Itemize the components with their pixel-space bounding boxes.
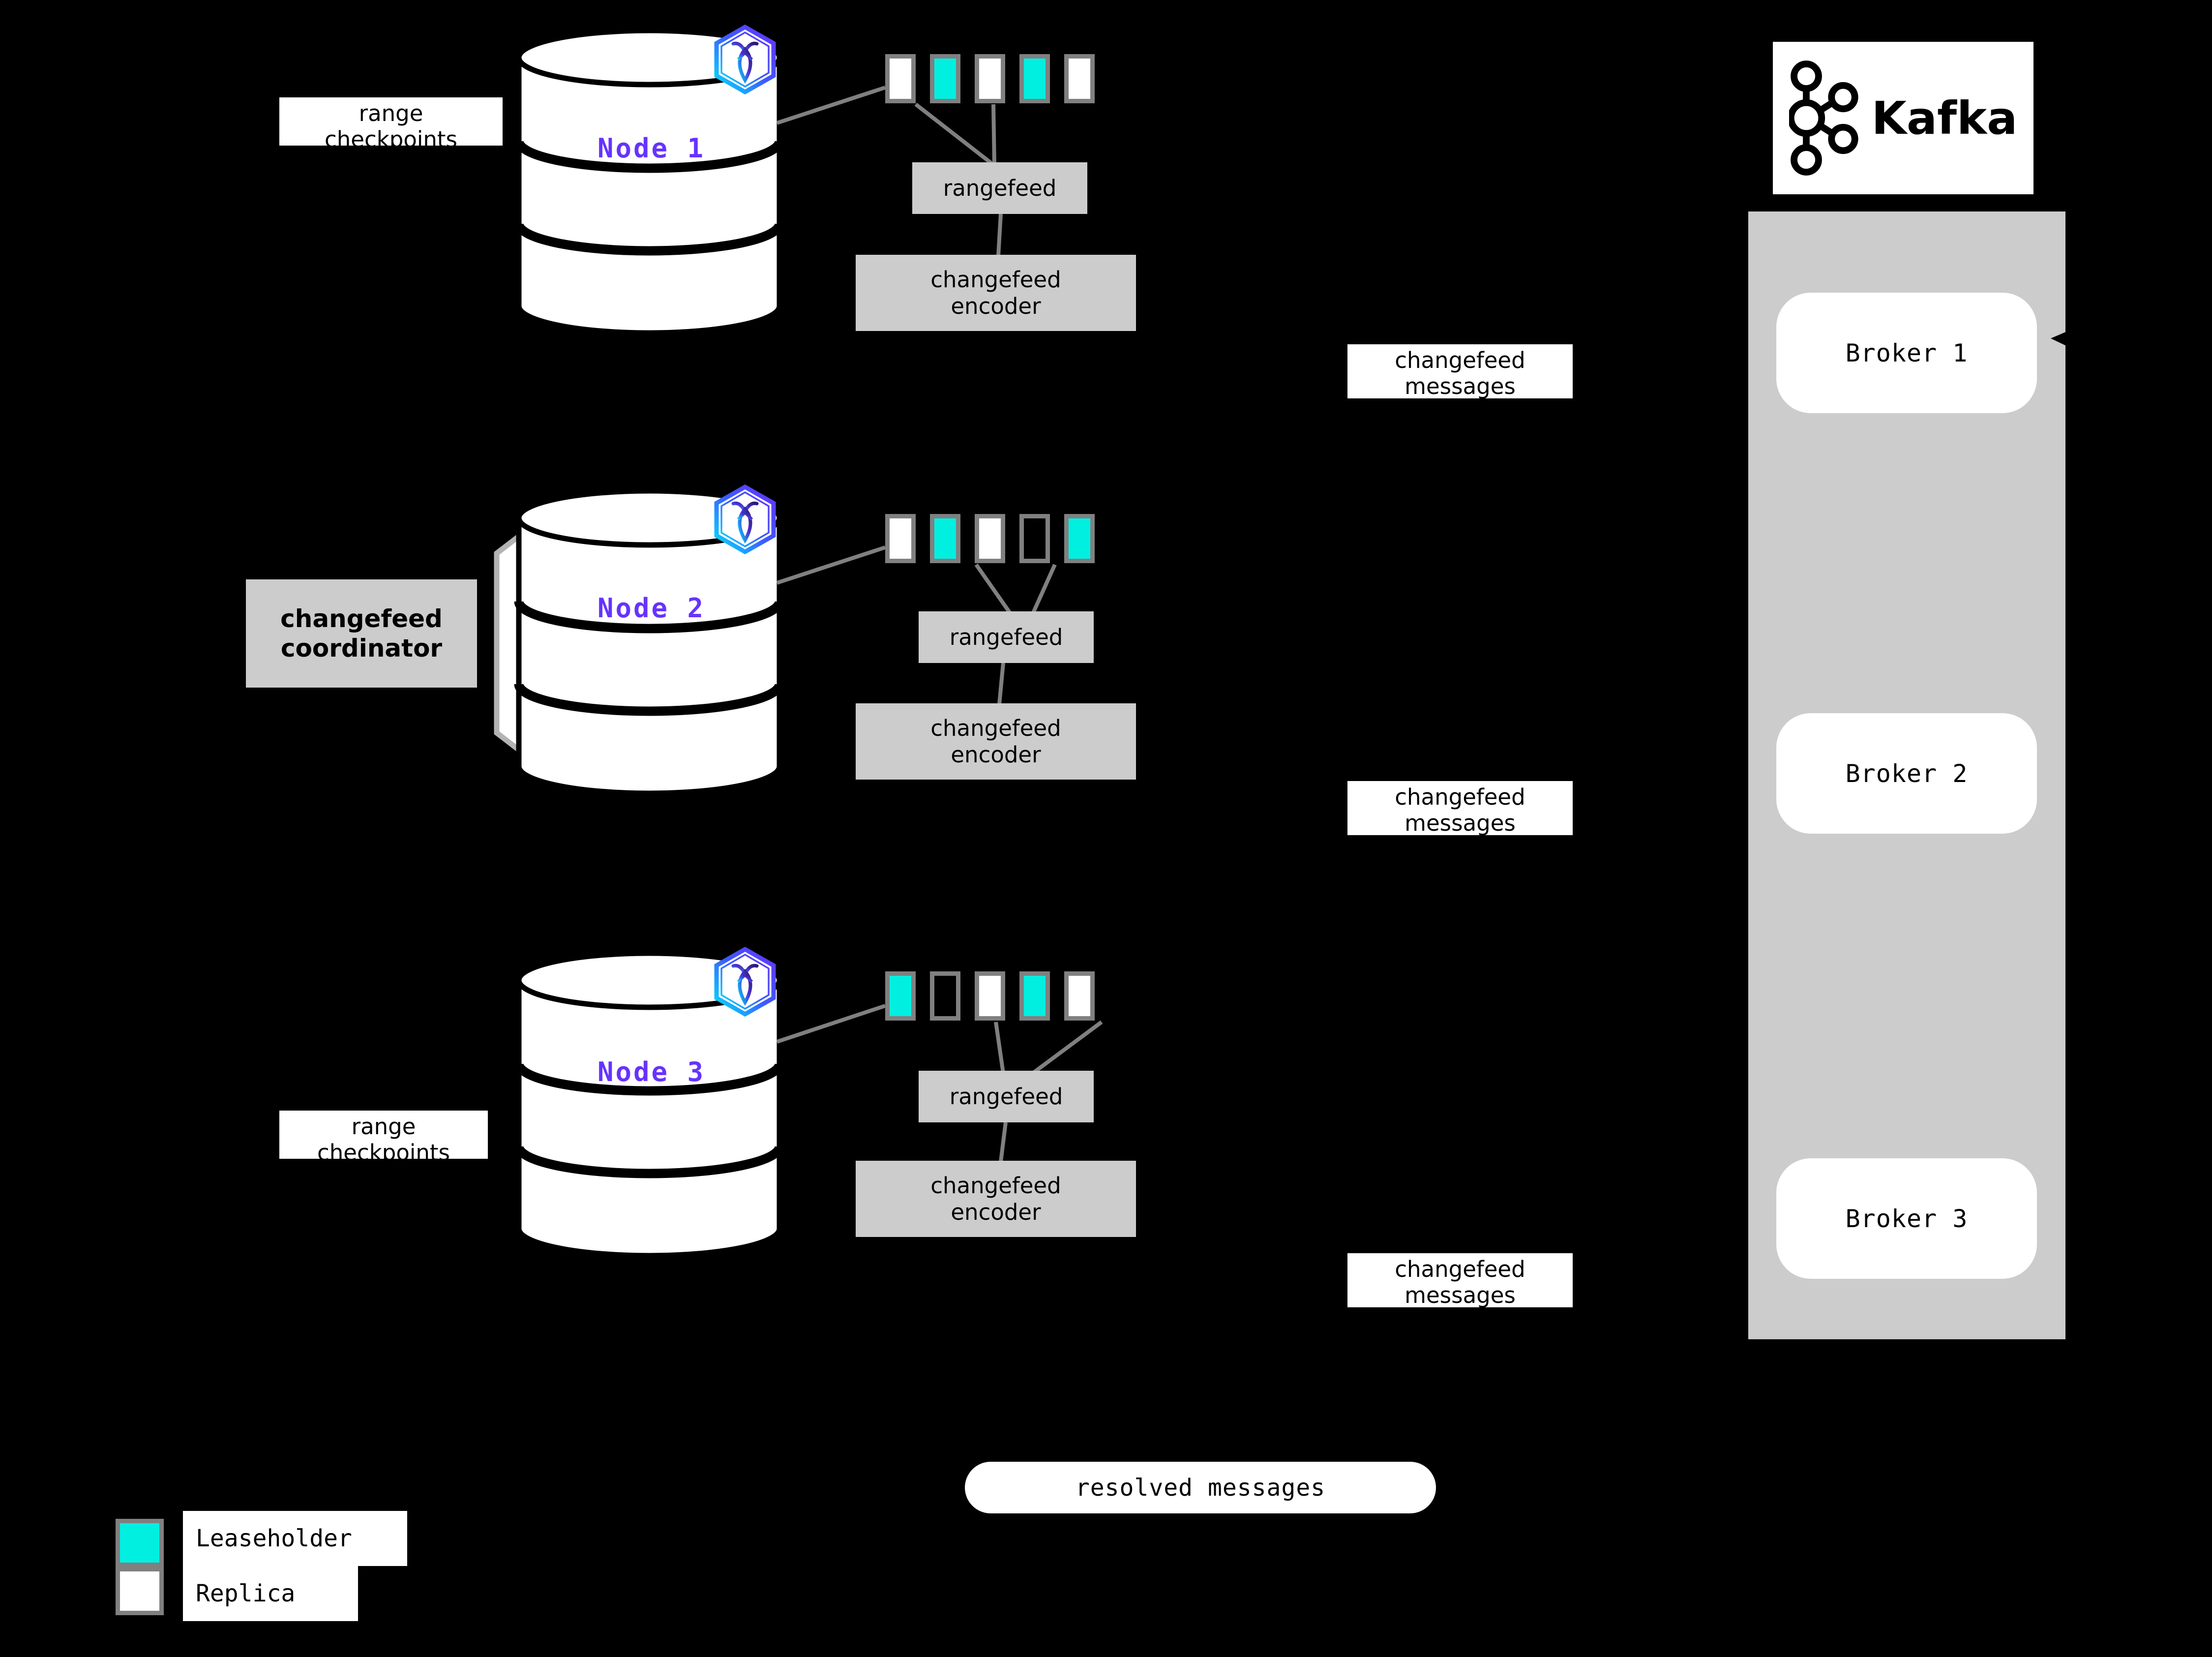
coordinator-label-line2: coordinator — [280, 634, 443, 663]
changefeed-messages-line1: changefeed — [1395, 1256, 1525, 1282]
broker-label: Broker 3 — [1845, 1204, 1968, 1233]
kafka-logo-text: Kafka — [1871, 91, 2018, 145]
kafka-logo-box: Kafka — [1773, 42, 2033, 194]
range-checkpoints-line2: checkpoints — [325, 126, 457, 153]
range-checkpoints-line1: range — [351, 1114, 416, 1140]
node-3-cockroachdb-icon — [717, 949, 774, 1014]
kafka-inbound-arrow-icon — [2051, 330, 2071, 348]
range-box-replica[interactable] — [885, 54, 916, 103]
node-1-label: Node 1 — [598, 133, 706, 164]
range-box-empty[interactable] — [1019, 514, 1050, 563]
node-3-rangefeed-box[interactable]: rangefeed — [919, 1071, 1094, 1122]
range-box-leaseholder[interactable] — [1019, 971, 1050, 1021]
rangefeed-label: rangefeed — [949, 1083, 1063, 1110]
legend-text-leaseholder: Leaseholder — [196, 1525, 352, 1552]
coordinator-label-line1: changefeed — [280, 604, 443, 633]
legend-text-replica: Replica — [196, 1580, 296, 1607]
legend-label-replica: Replica — [183, 1566, 358, 1621]
range-box-replica[interactable] — [1064, 971, 1095, 1021]
range-box-leaseholder[interactable] — [930, 54, 960, 103]
encoder-label-line1: changefeed — [930, 267, 1061, 293]
resolved-messages-label: resolved messages — [1075, 1474, 1326, 1502]
range-box-leaseholder[interactable] — [1064, 514, 1095, 563]
changefeed-messages-label-3: changefeed messages — [1347, 1253, 1573, 1309]
changefeed-messages-line1: changefeed — [1395, 347, 1525, 373]
kafka-logo-icon — [1789, 60, 1858, 176]
changefeed-messages-label-1: changefeed messages — [1347, 344, 1573, 400]
range-box-replica[interactable] — [975, 971, 1005, 1021]
node-2-rangefeed-box[interactable]: rangefeed — [919, 611, 1094, 663]
range-checkpoints-line2: checkpoints — [317, 1140, 450, 1166]
range-box-leaseholder[interactable] — [885, 971, 916, 1021]
range-box-replica[interactable] — [975, 54, 1005, 103]
broker-1-box[interactable]: Broker 1 — [1776, 293, 2037, 413]
node-1-range-checkpoints-label: range checkpoints — [279, 97, 503, 152]
legend-label-leaseholder: Leaseholder — [183, 1511, 407, 1566]
range-box-leaseholder[interactable] — [930, 514, 960, 563]
node-1-changefeed-encoder-box[interactable]: changefeed encoder — [856, 255, 1136, 331]
node-3-label: Node 3 — [598, 1056, 706, 1087]
changefeed-messages-line1: changefeed — [1395, 784, 1525, 810]
changefeed-coordinator-box[interactable]: changefeed coordinator — [246, 579, 477, 688]
changefeed-messages-label-2: changefeed messages — [1347, 781, 1573, 837]
legend-swatch-replica — [116, 1567, 164, 1615]
node-3-range-row — [885, 971, 1109, 1021]
rangefeed-label: rangefeed — [943, 175, 1057, 201]
range-box-empty[interactable] — [930, 971, 960, 1021]
broker-3-box[interactable]: Broker 3 — [1776, 1158, 2037, 1279]
node-2-label: Node 2 — [598, 593, 706, 624]
node-1-range-row — [885, 54, 1109, 103]
node-2-changefeed-encoder-box[interactable]: changefeed encoder — [856, 703, 1136, 780]
node-3-changefeed-encoder-box[interactable]: changefeed encoder — [856, 1161, 1136, 1237]
range-box-replica[interactable] — [885, 514, 916, 563]
node-3-range-checkpoints-label: range checkpoints — [279, 1111, 488, 1166]
rangefeed-label: rangefeed — [949, 624, 1063, 650]
encoder-label-line2: encoder — [951, 1199, 1041, 1225]
range-box-replica[interactable] — [1064, 54, 1095, 103]
range-box-leaseholder[interactable] — [1019, 54, 1050, 103]
node-2-range-row — [885, 514, 1109, 563]
encoder-label-line2: encoder — [951, 741, 1041, 768]
node-1-rangefeed-box[interactable]: rangefeed — [912, 162, 1087, 214]
broker-label: Broker 1 — [1845, 338, 1968, 367]
broker-label: Broker 2 — [1845, 759, 1968, 788]
broker-2-box[interactable]: Broker 2 — [1776, 713, 2037, 834]
legend-swatch-leaseholder — [116, 1519, 164, 1567]
encoder-label-line2: encoder — [951, 293, 1041, 319]
node-1-cockroachdb-icon — [717, 27, 774, 92]
range-checkpoints-line1: range — [359, 100, 423, 126]
encoder-label-line1: changefeed — [930, 715, 1061, 742]
range-box-replica[interactable] — [975, 514, 1005, 563]
changefeed-messages-line2: messages — [1405, 1282, 1516, 1309]
node-2-cockroachdb-icon — [717, 487, 774, 552]
changefeed-messages-line2: messages — [1405, 810, 1516, 837]
encoder-label-line1: changefeed — [930, 1173, 1061, 1199]
resolved-messages-pill: resolved messages — [965, 1462, 1436, 1513]
changefeed-messages-line2: messages — [1405, 373, 1516, 400]
